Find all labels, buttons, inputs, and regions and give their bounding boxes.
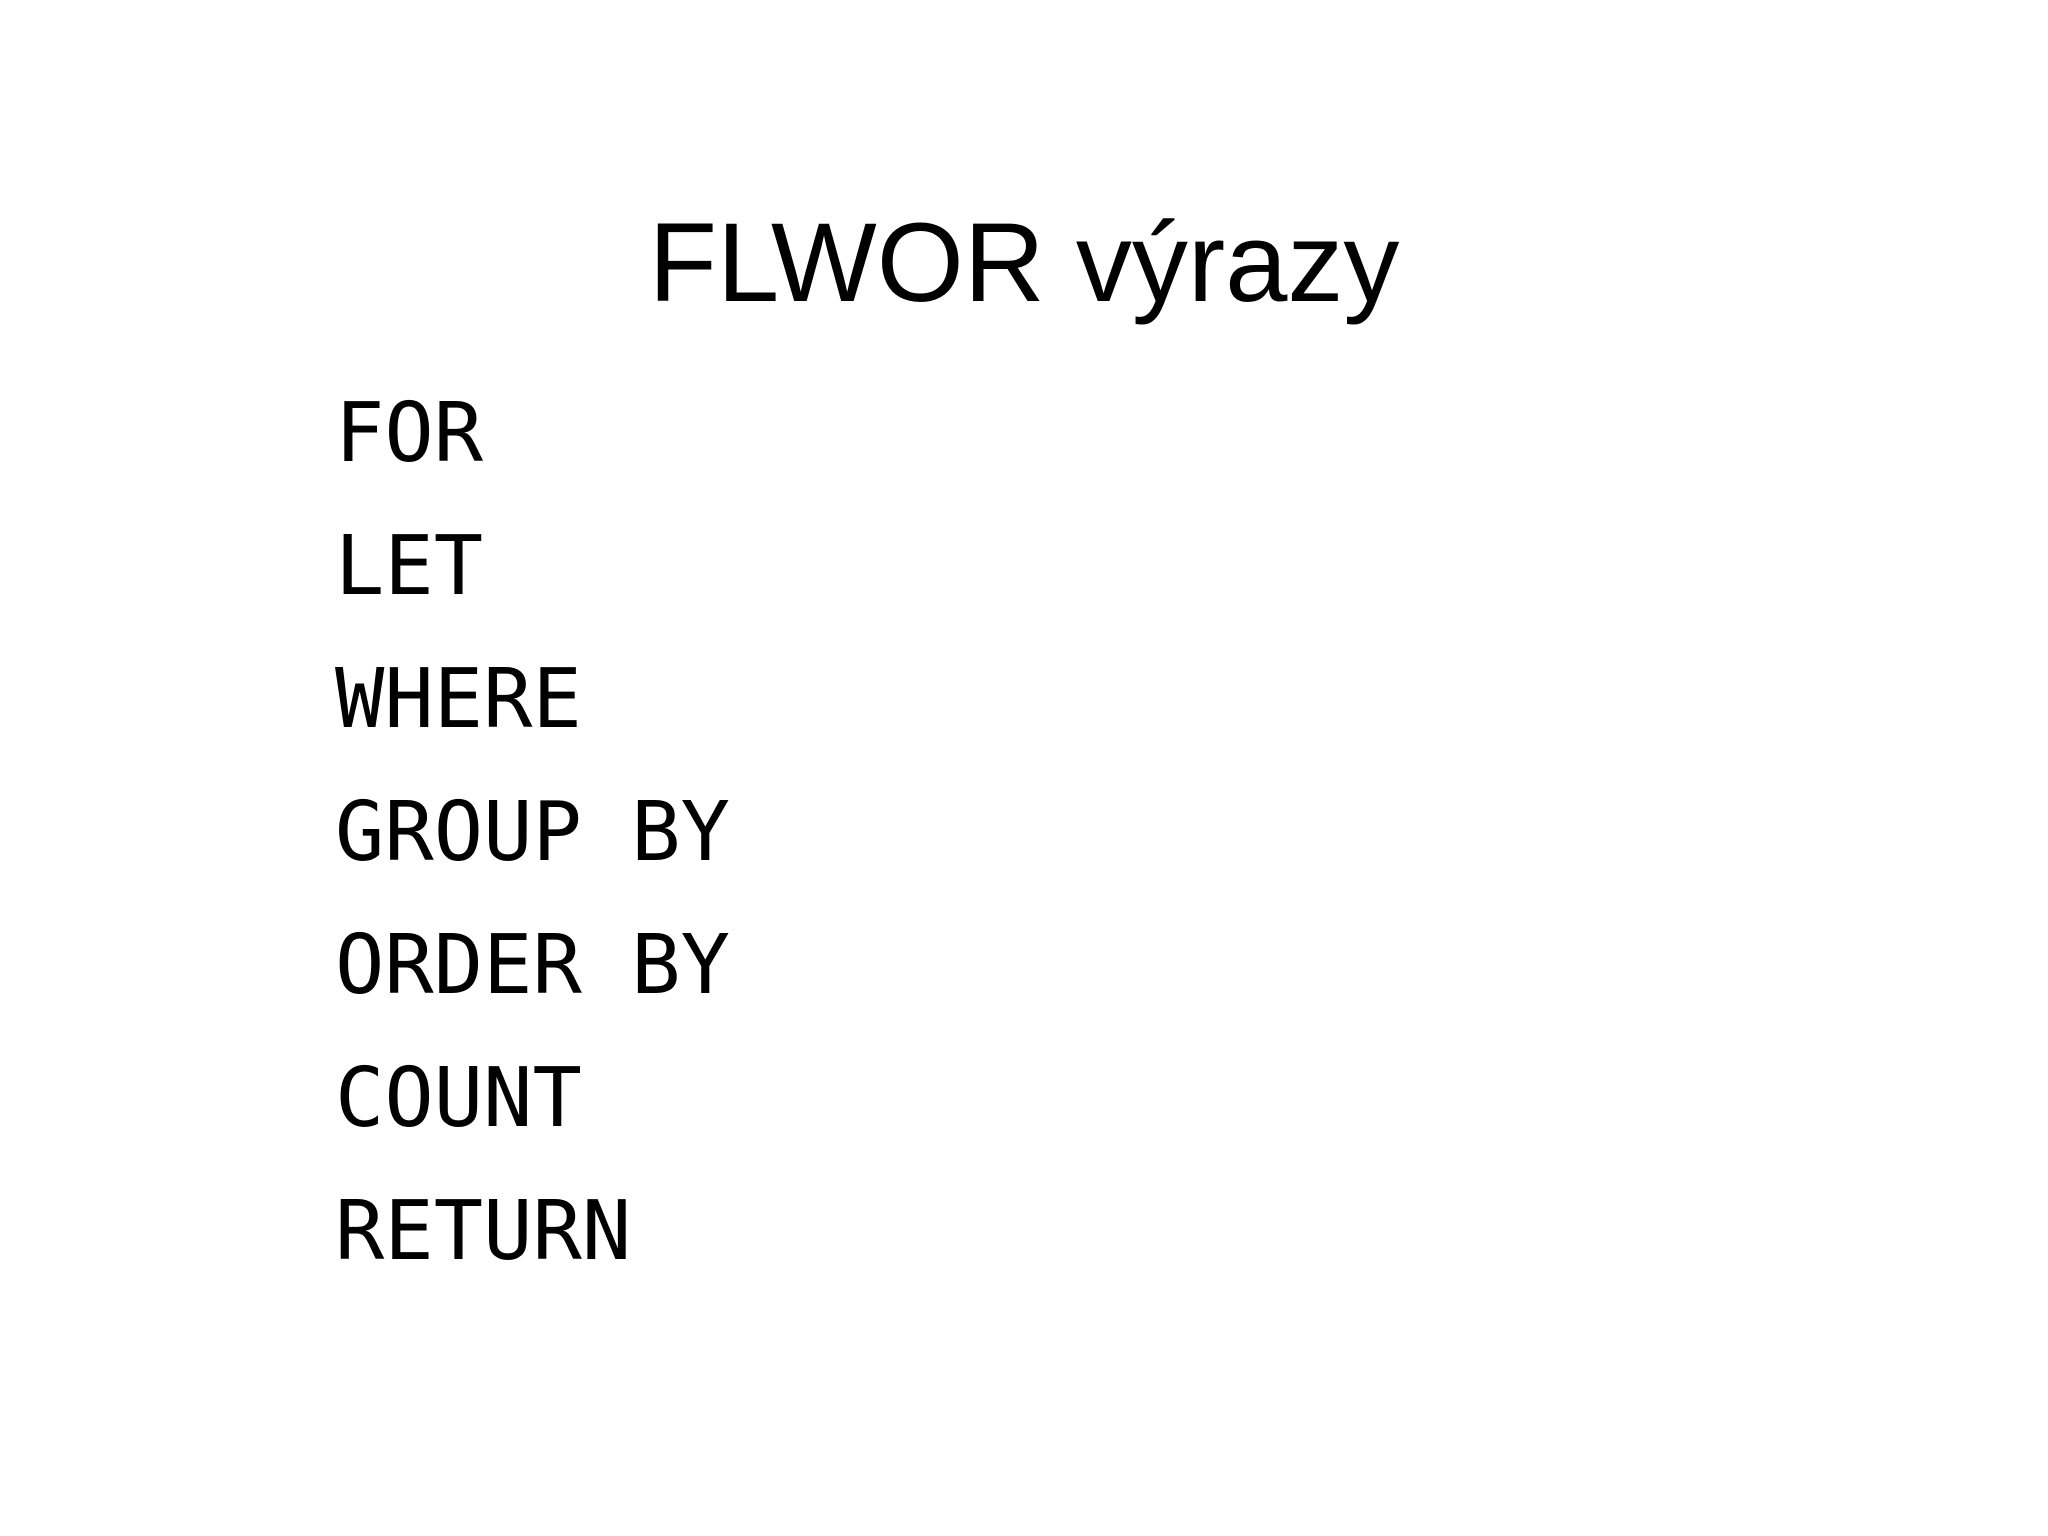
keyword-item: LET: [335, 519, 484, 614]
keyword-item: GROUP BY: [335, 785, 730, 880]
keyword-item: RETURN: [335, 1184, 632, 1279]
keyword-item: FOR: [335, 386, 484, 481]
flwor-keyword-list: FOR LET WHERE GROUP BY ORDER BY COUNT RE…: [335, 367, 730, 1298]
keyword-item: ORDER BY: [335, 918, 730, 1013]
keyword-item: WHERE: [335, 652, 582, 747]
slide-title: FLWOR výrazy: [648, 200, 1400, 326]
keyword-item: COUNT: [335, 1051, 582, 1146]
